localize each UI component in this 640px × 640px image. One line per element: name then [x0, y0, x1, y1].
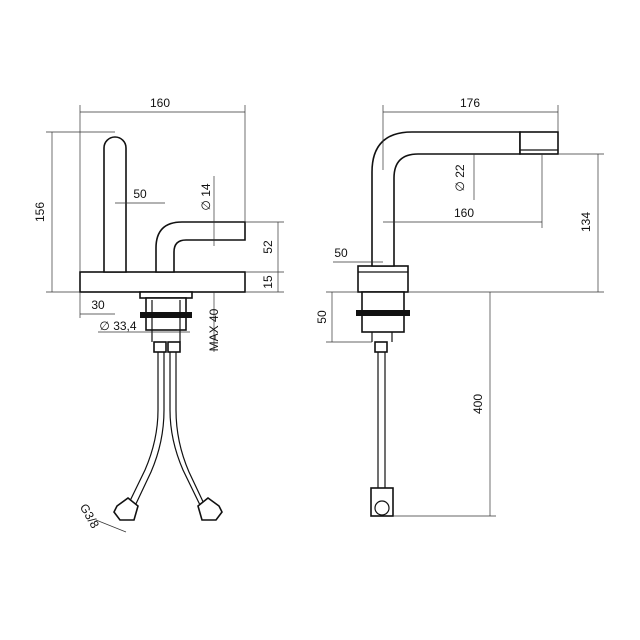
- front-dim-lever-height: 52: [261, 240, 275, 254]
- front-lever: [155, 221, 246, 273]
- side-dim-height: 134: [579, 212, 593, 232]
- side-dim-shank-depth: 50: [315, 310, 329, 324]
- front-dim-spout-diameter: ∅ 14: [199, 183, 213, 210]
- side-dim-hose-length: 400: [471, 394, 485, 414]
- front-dim-hose-thread: G3/8: [77, 501, 102, 531]
- front-view: 160 156 50 ∅ 14 52 15 30 ∅ 33,4 MAX 40 G…: [33, 96, 284, 533]
- front-dim-spout-offset: 50: [133, 187, 147, 201]
- side-view: 176 ∅ 22 160 134 50 50 400: [315, 96, 604, 517]
- front-lock-nut: [140, 312, 192, 318]
- front-hose-connector-right: [167, 341, 181, 353]
- front-hose-connector-left: [153, 341, 167, 353]
- front-hose-nut-left: [113, 496, 139, 521]
- front-hose-right-b: [175, 352, 207, 509]
- front-dim-base-thickness: 15: [261, 275, 275, 289]
- side-hose-connector: [374, 341, 388, 353]
- side-base: [357, 265, 409, 293]
- side-spout-body: [371, 131, 521, 267]
- front-dim-width: 160: [150, 96, 170, 110]
- front-hose-left-b: [133, 352, 165, 509]
- front-base-plate: [79, 271, 246, 293]
- side-hose-nut-face: [374, 500, 390, 516]
- front-hose-left: [127, 352, 159, 506]
- front-dim-shank-diameter: ∅ 33,4: [99, 319, 136, 333]
- side-dim-base-offset: 50: [334, 246, 348, 260]
- side-dim-spout-diameter: ∅ 22: [453, 164, 467, 191]
- front-dim-height: 156: [33, 202, 47, 222]
- front-dim-shank-offset: 30: [91, 298, 105, 312]
- side-dim-width: 176: [460, 96, 480, 110]
- front-spout-body: [103, 136, 127, 273]
- front-hose-nut-right: [197, 496, 223, 521]
- side-dim-reach: 160: [454, 206, 474, 220]
- side-hose-nut: [370, 487, 394, 517]
- front-dim-max-counter: MAX 40: [207, 308, 221, 351]
- front-shank-top: [139, 291, 193, 299]
- front-hose-right: [169, 352, 201, 506]
- side-lock-nut: [356, 310, 410, 316]
- side-spout-tip: [519, 131, 559, 155]
